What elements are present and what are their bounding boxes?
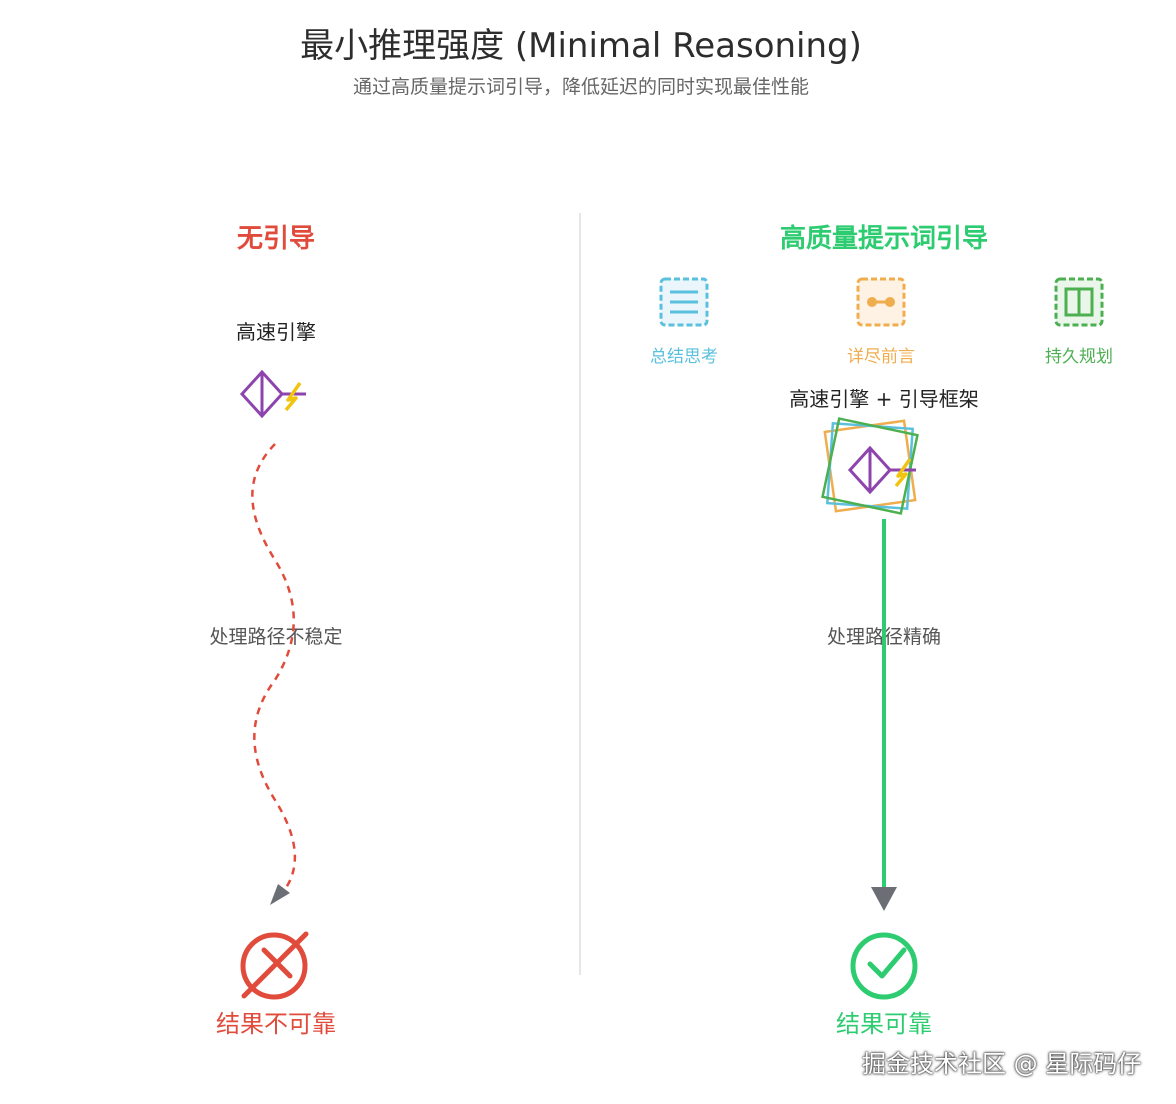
link-icon [856, 277, 906, 327]
left-path-label: 处理路径不稳定 [209, 626, 343, 648]
left-engine-label: 高速引擎 [236, 320, 316, 344]
columns-icon [1054, 277, 1104, 327]
right-arrowhead [871, 887, 897, 911]
right-heading: 高质量提示词引导 [779, 224, 988, 254]
page-subtitle: 通过高质量提示词引导，降低延迟的同时实现最佳性能 [352, 76, 809, 98]
engine-icon-left [239, 369, 306, 419]
center-divider [579, 213, 581, 975]
right-result-label: 结果可靠 [836, 1010, 932, 1038]
failure-icon [240, 931, 309, 1000]
check-icon [850, 932, 918, 1000]
left-result-label: 结果不可靠 [216, 1010, 336, 1038]
right-engine-label: 高速引擎 + 引导框架 [789, 387, 979, 411]
list-icon [659, 277, 709, 327]
page-title: 最小推理强度 (Minimal Reasoning) [300, 26, 862, 66]
unstable-path [251, 443, 297, 893]
framework-label-planning: 持久规划 [1045, 347, 1113, 367]
left-heading: 无引导 [236, 224, 315, 254]
guided-engine-icon [821, 417, 919, 515]
framework-label-summary: 总结思考 [650, 347, 718, 367]
left-arrowhead [270, 884, 290, 905]
framework-label-preamble: 详尽前言 [847, 347, 915, 367]
watermark: 掘金技术社区 @ 星际码仔 [862, 1050, 1142, 1078]
